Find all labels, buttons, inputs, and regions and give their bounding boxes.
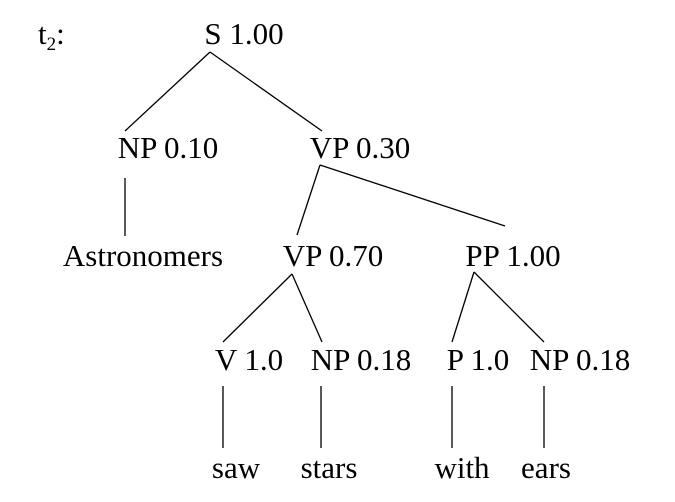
- leaf-stars: stars: [300, 450, 358, 485]
- edge-s-to-np-top: [124, 51, 211, 132]
- leaf-ears: ears: [521, 450, 571, 485]
- edge-pp-to-p: [451, 271, 475, 343]
- leaf-with: with: [434, 450, 490, 485]
- node-v: V 1.0: [214, 342, 284, 377]
- node-np-stars: NP 0.18: [310, 342, 412, 377]
- node-np-subject: NP 0.10: [117, 130, 219, 165]
- edge-vp-mid-to-v: [222, 273, 293, 343]
- node-vp-top: VP 0.30: [309, 130, 411, 165]
- tree-label-colon: :: [56, 16, 65, 51]
- tree-label-main: t: [38, 16, 47, 51]
- leaf-astronomers: Astronomers: [62, 238, 224, 273]
- edge-s-to-vp-top: [209, 51, 323, 132]
- node-np-ears: NP 0.18: [529, 342, 631, 377]
- leaf-saw: saw: [211, 450, 261, 485]
- node-s: S 1.00: [204, 16, 284, 51]
- node-vp-inner: VP 0.70: [282, 238, 384, 273]
- tree-label: t2:: [38, 18, 65, 54]
- tree-label-subscript: 2: [46, 34, 57, 55]
- edge-vp-top-to-pp: [319, 164, 506, 227]
- node-pp: PP 1.00: [465, 238, 561, 273]
- edge-vp-mid-to-np-stars: [291, 273, 323, 343]
- node-p: P 1.0: [446, 342, 510, 377]
- edge-pp-to-np-ears: [473, 271, 545, 343]
- edge-vp-top-to-vp-mid: [296, 164, 321, 236]
